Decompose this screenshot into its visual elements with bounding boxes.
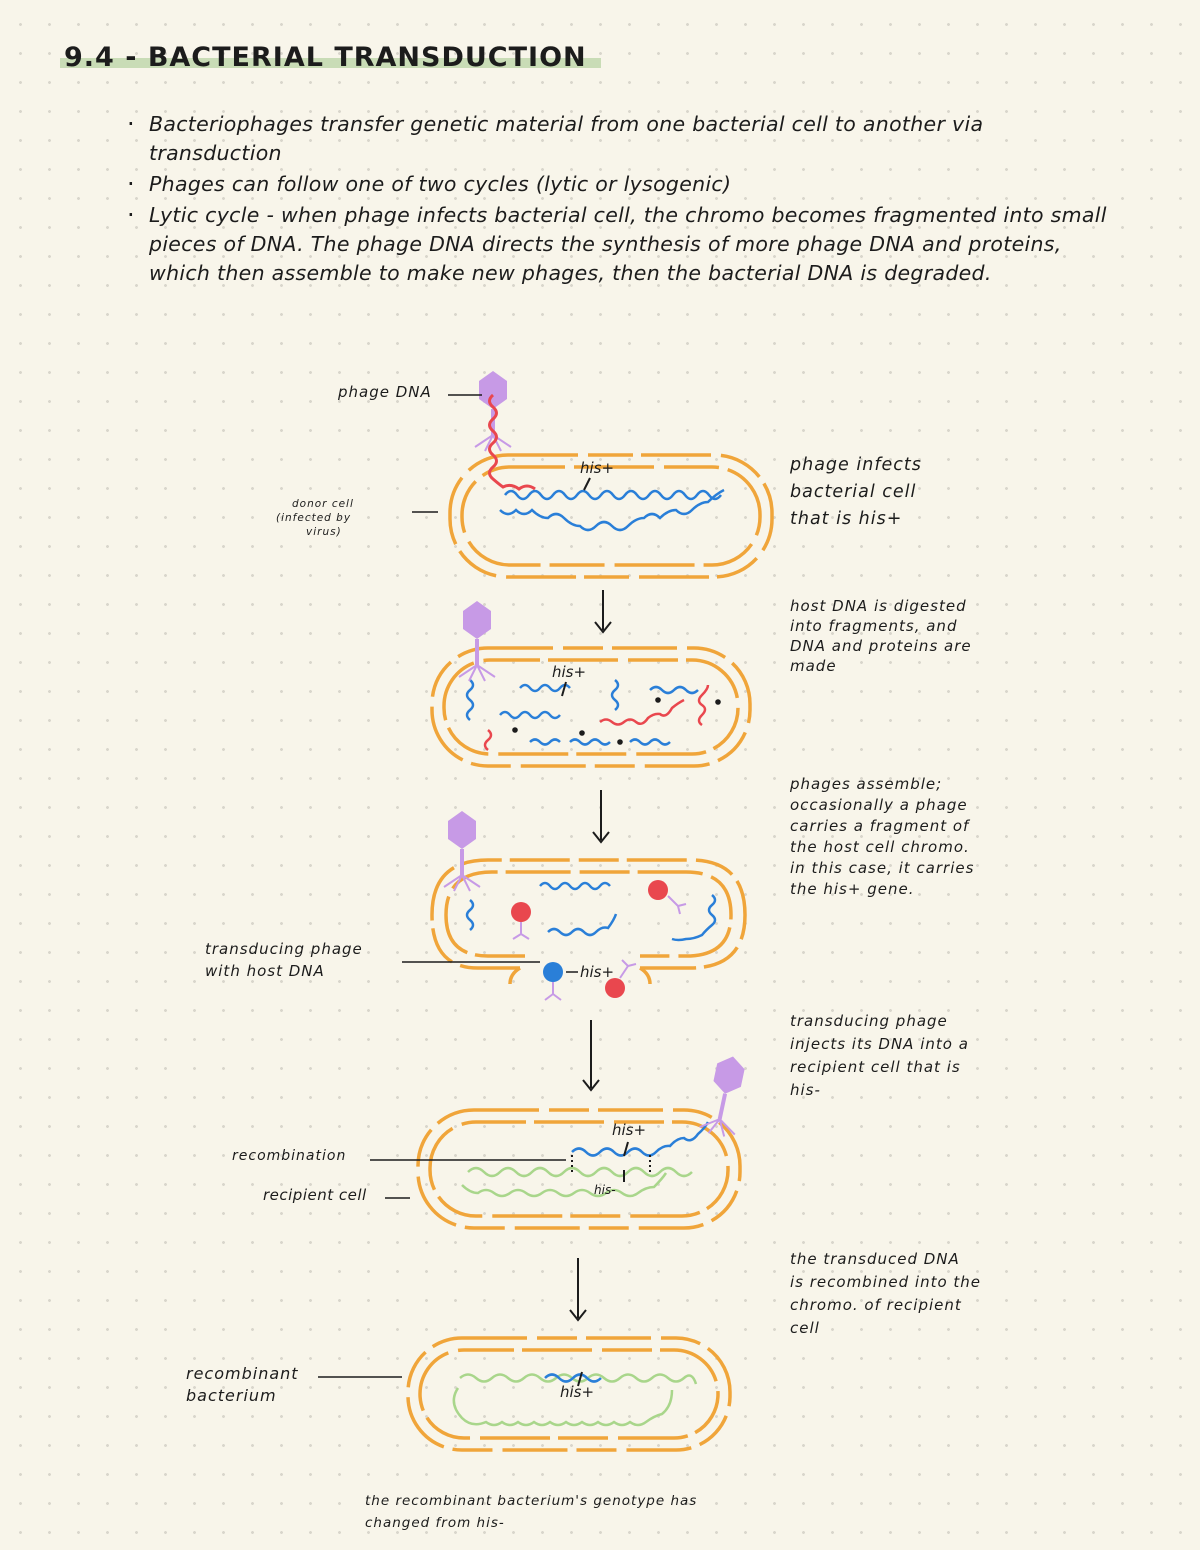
gene-label-his-minus: his- bbox=[594, 1183, 616, 1197]
donor-cell bbox=[448, 453, 774, 579]
recipient-chromosome bbox=[461, 1166, 693, 1198]
label-bacterium: bacterium bbox=[186, 1386, 277, 1405]
step-3-description: phages assemble; occasionally a phage ca… bbox=[790, 774, 974, 900]
step-line: is recombined into the bbox=[790, 1273, 982, 1291]
note-item: Bacteriophages transfer genetic material… bbox=[125, 110, 1115, 168]
step-line: the host cell chromo. bbox=[790, 838, 970, 856]
footer-line: changed from his- bbox=[365, 1515, 505, 1531]
step-line: made bbox=[790, 657, 837, 675]
step-line: his- bbox=[790, 1081, 821, 1099]
step-line: DNA and proteins are bbox=[790, 637, 972, 655]
gene-label-his-plus: his+ bbox=[612, 1121, 647, 1139]
assembled-phages bbox=[465, 880, 717, 1001]
notes-list: Bacteriophages transfer genetic material… bbox=[125, 110, 1115, 290]
label-recombinant: recombinant bbox=[186, 1364, 299, 1383]
fragmented-cell bbox=[430, 646, 752, 768]
note-item: Lytic cycle - when phage infects bacteri… bbox=[125, 201, 1115, 288]
label-recipient-cell: recipient cell bbox=[263, 1186, 367, 1204]
step-4-description: transducing phage injects its DNA into a… bbox=[790, 1010, 969, 1102]
label-donor-cell-note: virus) bbox=[306, 526, 342, 538]
step-line: into fragments, and bbox=[790, 617, 958, 635]
gene-label-his-plus: his+ bbox=[580, 459, 615, 477]
label-donor-cell-note: (infected by bbox=[276, 512, 352, 524]
step-1-description: phage infects bacterial cell that is his… bbox=[790, 452, 922, 533]
step-line: in this case, it carries bbox=[790, 859, 975, 877]
host-chromosome bbox=[499, 477, 725, 532]
page-title: 9.4 - BACTERIAL TRANSDUCTION bbox=[60, 42, 601, 73]
step-2-description: host DNA is digested into fragments, and… bbox=[790, 596, 972, 676]
recipient-cell bbox=[416, 1108, 742, 1230]
gene-label-his-plus: his+ bbox=[552, 663, 587, 681]
step-line: transducing phage bbox=[790, 1012, 948, 1030]
label-recombination: recombination bbox=[232, 1148, 347, 1164]
step-line: bacterial cell bbox=[790, 482, 917, 502]
assembly-cell bbox=[430, 858, 747, 985]
infecting-phage bbox=[473, 369, 513, 453]
step-line: chromo. of recipient bbox=[790, 1296, 962, 1314]
step-line: host DNA is digested bbox=[790, 597, 967, 615]
step-line: phage infects bbox=[790, 455, 922, 475]
step-line: phages assemble; bbox=[790, 775, 943, 793]
label-transducing-phage: transducing phage bbox=[205, 940, 363, 958]
step-5-description: the transduced DNA is recombined into th… bbox=[790, 1248, 981, 1340]
footer-line: the recombinant bacterium's genotype has bbox=[365, 1493, 698, 1509]
step-line: the transduced DNA bbox=[790, 1250, 960, 1268]
step-line: carries a fragment of bbox=[790, 817, 970, 835]
gene-label-his-plus: his+ bbox=[580, 963, 615, 981]
step-line: occasionally a phage bbox=[790, 796, 968, 814]
step-line: recipient cell that is bbox=[790, 1058, 961, 1076]
phage-dna-strand bbox=[488, 393, 536, 491]
step-line: injects its DNA into a bbox=[790, 1035, 969, 1053]
label-transducing-phage-note: with host DNA bbox=[205, 962, 325, 980]
step-line: the his+ gene. bbox=[790, 880, 915, 898]
transduced-dna bbox=[571, 1121, 710, 1172]
footer-note: the recombinant bacterium's genotype has… bbox=[365, 1490, 697, 1534]
label-donor-cell: donor cell bbox=[292, 498, 354, 510]
dna-fragments bbox=[465, 679, 721, 751]
step-line: cell bbox=[790, 1319, 820, 1337]
note-item: Phages can follow one of two cycles (lyt… bbox=[125, 170, 1115, 199]
recombinant-chromosome bbox=[452, 1371, 698, 1427]
recombinant-cell bbox=[406, 1336, 732, 1452]
step-line: that is his+ bbox=[790, 509, 903, 529]
label-phage-dna: phage DNA bbox=[338, 383, 432, 401]
gene-label-his-plus: his+ bbox=[560, 1383, 595, 1401]
